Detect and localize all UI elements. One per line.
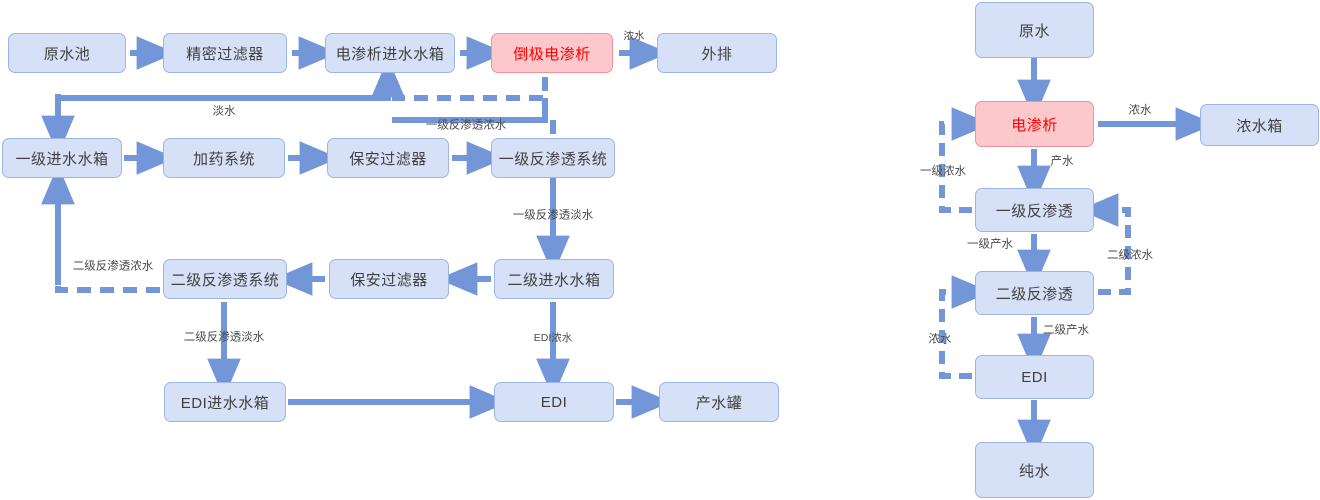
node-cartridge-filter-2[interactable]: 保安过滤器 xyxy=(329,259,449,299)
label-fresh-water: 淡水 xyxy=(212,105,236,118)
node-cartridge-filter-1[interactable]: 保安过滤器 xyxy=(327,138,449,178)
node-ro1-feed-tank[interactable]: 一级进水水箱 xyxy=(2,138,122,178)
edge-freshwater-riser xyxy=(392,77,548,101)
label-right-stage2-product: 二级产水 xyxy=(1043,324,1089,337)
node-right-raw-water[interactable]: 原水 xyxy=(975,2,1094,58)
node-dosing-system[interactable]: 加药系统 xyxy=(163,138,285,178)
node-product-water-tank[interactable]: 产水罐 xyxy=(659,382,779,422)
node-discharge[interactable]: 外排 xyxy=(657,33,777,73)
node-right-ro2[interactable]: 二级反渗透 xyxy=(975,271,1094,315)
label-right-brine: 浓水 xyxy=(1128,104,1152,117)
node-right-brine-tank[interactable]: 浓水箱 xyxy=(1200,104,1319,146)
label-right-product: 产水 xyxy=(1050,155,1074,168)
node-ed-feed-tank[interactable]: 电渗析进水水箱 xyxy=(325,33,455,73)
label-right-conc: 浓水 xyxy=(928,333,952,346)
node-edi-feed-tank[interactable]: EDI进水水箱 xyxy=(164,382,286,422)
node-ro2-feed-tank[interactable]: 二级进水水箱 xyxy=(494,259,614,299)
node-right-pure-water[interactable]: 纯水 xyxy=(975,442,1094,498)
node-ro2-system[interactable]: 二级反渗透系统 xyxy=(163,259,287,299)
edge-freshwater-return xyxy=(58,57,405,101)
label-ro2-brine: 二级反渗透浓水 xyxy=(72,260,154,273)
label-right-stage2-brine: 二级浓水 xyxy=(1107,249,1153,262)
node-right-edi[interactable]: EDI xyxy=(975,355,1094,399)
node-ro1-system[interactable]: 一级反渗透系统 xyxy=(491,138,615,178)
node-edr[interactable]: 倒极电渗析 xyxy=(491,33,613,73)
edge-ro1brine-join xyxy=(392,98,548,123)
label-concentrate-out: 浓水 xyxy=(623,29,645,42)
label-ro1-permeate: 一级反渗透淡水 xyxy=(512,209,594,222)
node-edi[interactable]: EDI xyxy=(494,382,614,422)
node-raw-water-pool[interactable]: 原水池 xyxy=(8,33,126,73)
node-right-ed[interactable]: 电渗析 xyxy=(975,101,1094,147)
label-ro1-brine: 一级反渗透浓水 xyxy=(425,119,507,132)
node-right-ro1[interactable]: 一级反渗透 xyxy=(975,188,1094,232)
label-edi-brine: EDI浓水 xyxy=(533,331,573,344)
label-ro2-permeate: 二级反渗透淡水 xyxy=(183,331,265,344)
label-right-stage1-brine: 一级浓水 xyxy=(920,165,966,178)
node-fine-filter[interactable]: 精密过滤器 xyxy=(163,33,287,73)
label-right-stage1-product: 一级产水 xyxy=(967,238,1013,251)
